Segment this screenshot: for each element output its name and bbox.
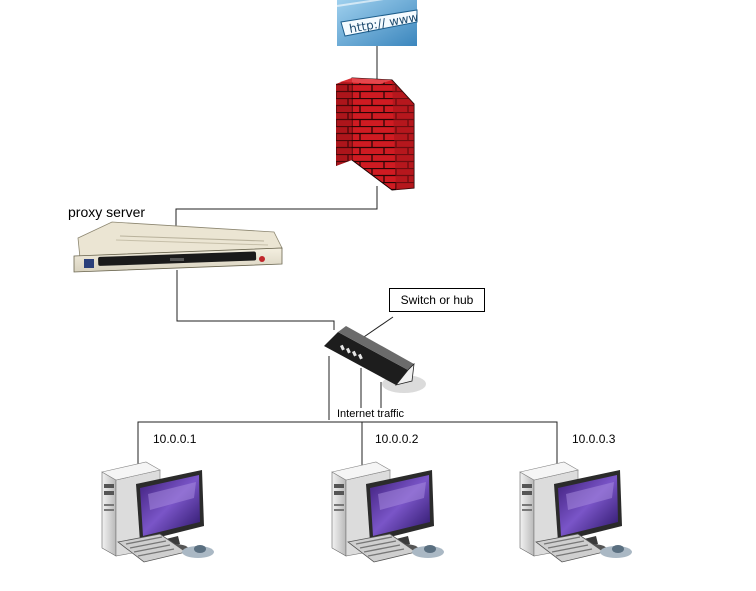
client-ip-label: 10.0.0.1 [153,432,197,446]
desktop-computer-icon [519,461,633,563]
desktop-computer-icon [101,461,215,563]
wire-firewall-proxy [175,186,378,237]
switch-callout-label: Switch or hub [389,288,485,312]
brick-firewall-icon [336,77,415,191]
client-ip-label: 10.0.0.2 [375,432,419,446]
client-bus [137,421,558,468]
connection-lines [137,46,558,468]
client-ip-label: 10.0.0.3 [572,432,616,446]
internet-traffic-label: Internet traffic [336,408,406,420]
proxy-server-label: proxy server [68,204,146,220]
rack-server-icon [73,221,283,273]
browser-url-icon: http:// www [336,0,420,46]
network-switch-icon [324,326,426,393]
wire-proxy-switch [176,270,335,330]
desktop-computer-icon [331,461,445,563]
